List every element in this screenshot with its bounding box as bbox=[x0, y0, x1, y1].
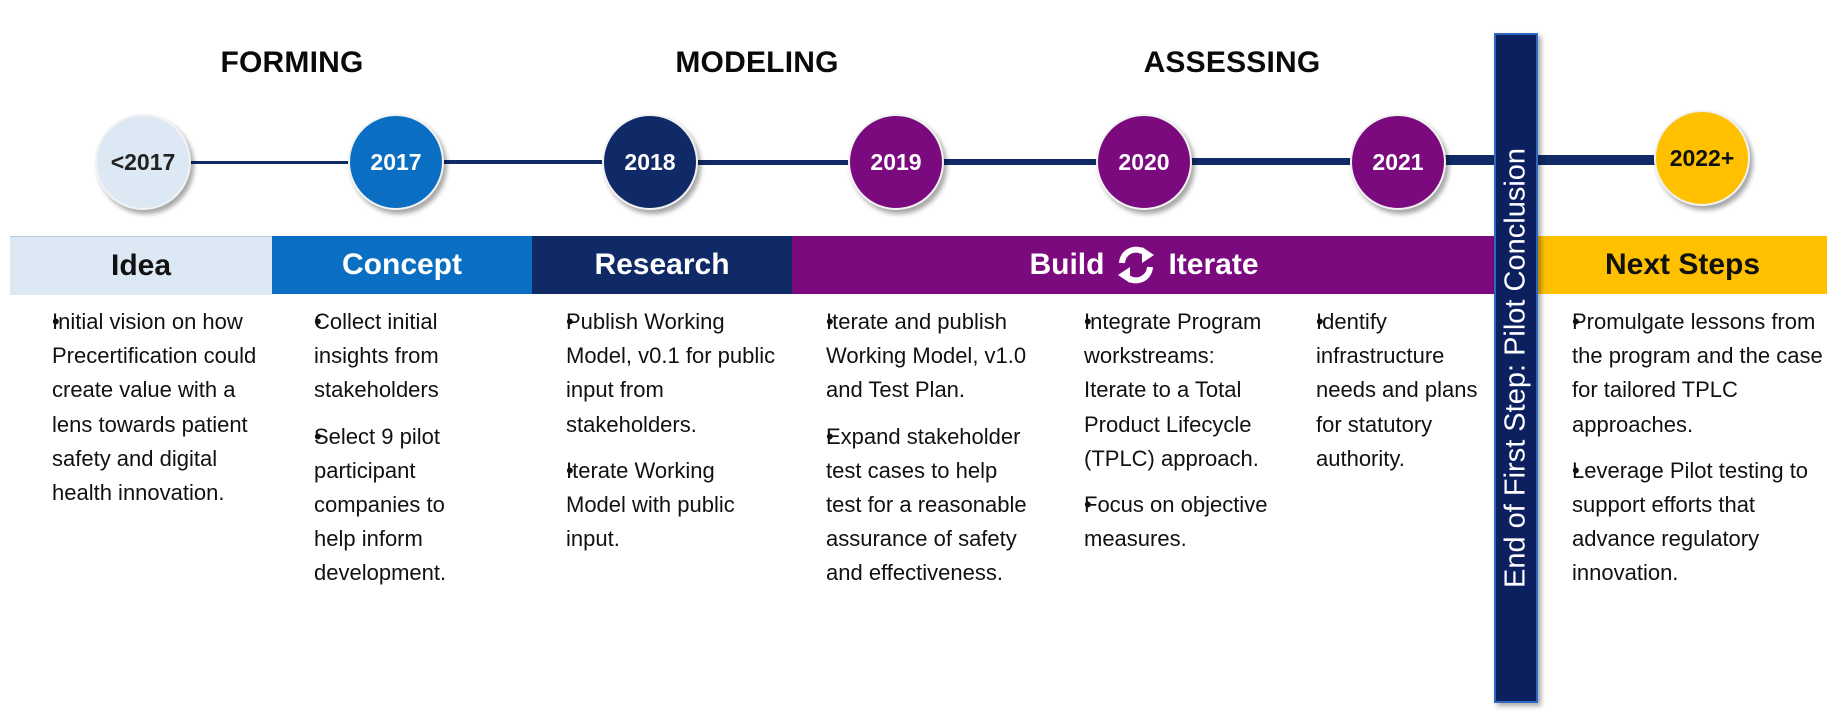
year-marker-2017: 2017 bbox=[348, 114, 444, 210]
bullet-item: Iterate and publish Working Model, v1.0 … bbox=[808, 305, 1038, 408]
bullet-text: Initial vision on how Precertification c… bbox=[52, 309, 257, 506]
bullet-text: Iterate and publish Working Model, v1.0 … bbox=[826, 309, 1027, 403]
bullet-item: Select 9 pilot participant companies to … bbox=[288, 420, 488, 591]
bullet-text: Identify infrastructure needs and plans … bbox=[1316, 309, 1478, 471]
phase-modeling: MODELING bbox=[675, 46, 839, 79]
bullet-item: Expand stakeholder test cases to help te… bbox=[808, 420, 1038, 591]
cycle-arrows-icon bbox=[1118, 246, 1155, 284]
timeline-line-segment bbox=[1444, 155, 1656, 165]
band-idea-label: Idea bbox=[110, 249, 172, 282]
band-next-steps-label: Next Steps bbox=[1604, 248, 1761, 281]
year-marker-pre-2017: <2017 bbox=[95, 114, 191, 210]
band-next-steps: Next Steps bbox=[1538, 236, 1827, 294]
concept-bullets: Collect initial insights from stakeholde… bbox=[288, 305, 488, 603]
year-marker-2021: 2021 bbox=[1350, 114, 1446, 210]
phase-forming: FORMING bbox=[220, 46, 364, 79]
pilot-conclusion-marker: End of First Step: Pilot Conclusion bbox=[1494, 33, 1538, 703]
bullet-item: Integrate Program workstreams: Iterate t… bbox=[1066, 305, 1281, 476]
bullet-text: Expand stakeholder test cases to help te… bbox=[826, 423, 1027, 586]
bullet-item: Publish Working Model, v0.1 for public i… bbox=[548, 305, 778, 442]
bullet-text: Leverage Pilot testing to support effort… bbox=[1572, 457, 1809, 586]
phase-assessing: ASSESSING bbox=[1143, 46, 1321, 79]
bullet-text: Publish Working Model, v0.1 for public i… bbox=[566, 309, 776, 437]
band-research: Research bbox=[532, 236, 792, 294]
band-concept: Concept bbox=[272, 236, 532, 294]
band-idea: Idea bbox=[10, 236, 272, 295]
bullet-item: Focus on objective measures. bbox=[1066, 488, 1281, 556]
research-bullets: Publish Working Model, v0.1 for public i… bbox=[548, 305, 778, 568]
year-marker-2020: 2020 bbox=[1096, 114, 1192, 210]
band-build-label: Build bbox=[1029, 248, 1105, 281]
bullet-text: Integrate Program workstreams: Iterate t… bbox=[1084, 309, 1262, 471]
band-research-label: Research bbox=[594, 248, 730, 281]
timeline-line-segment bbox=[696, 160, 850, 165]
bullet-item: Collect initial insights from stakeholde… bbox=[288, 305, 488, 408]
year-marker-2019: 2019 bbox=[848, 114, 944, 210]
bullet-text: Iterate Working Model with public input. bbox=[566, 457, 735, 552]
band-build-iterate: Build Iterate bbox=[792, 236, 1496, 294]
bullet-text: Promulgate lessons from the program and … bbox=[1572, 309, 1823, 437]
bullet-item: Leverage Pilot testing to support effort… bbox=[1554, 454, 1824, 591]
idea-bullets: Initial vision on how Precertification c… bbox=[28, 305, 258, 522]
build-2020-bullets: Integrate Program workstreams: Iterate t… bbox=[1066, 305, 1281, 568]
bullet-text: Collect initial insights from stakeholde… bbox=[314, 309, 439, 403]
pilot-conclusion-label: End of First Step: Pilot Conclusion bbox=[1499, 147, 1532, 589]
band-iterate-label: Iterate bbox=[1168, 248, 1259, 281]
timeline-line-segment bbox=[942, 159, 1098, 165]
bullet-text: Select 9 pilot participant companies to … bbox=[314, 423, 447, 586]
timeline-line-segment bbox=[190, 161, 350, 164]
bullet-text: Focus on objective measures. bbox=[1084, 492, 1268, 552]
timeline-line-segment bbox=[442, 160, 604, 164]
bullet-item: Initial vision on how Precertification c… bbox=[28, 305, 258, 510]
next-steps-bullets: Promulgate lessons from the program and … bbox=[1554, 305, 1824, 603]
year-marker-2018: 2018 bbox=[602, 114, 698, 210]
timeline-line-segment bbox=[1190, 158, 1352, 165]
bullet-item: Iterate Working Model with public input. bbox=[548, 454, 778, 557]
bullet-item: Identify infrastructure needs and plans … bbox=[1298, 305, 1478, 476]
build-2019-bullets: Iterate and publish Working Model, v1.0 … bbox=[808, 305, 1038, 603]
bullet-item: Promulgate lessons from the program and … bbox=[1554, 305, 1824, 442]
year-marker-2022-plus: 2022+ bbox=[1654, 110, 1750, 206]
band-concept-label: Concept bbox=[342, 248, 462, 281]
build-2021-bullets: Identify infrastructure needs and plans … bbox=[1298, 305, 1478, 488]
